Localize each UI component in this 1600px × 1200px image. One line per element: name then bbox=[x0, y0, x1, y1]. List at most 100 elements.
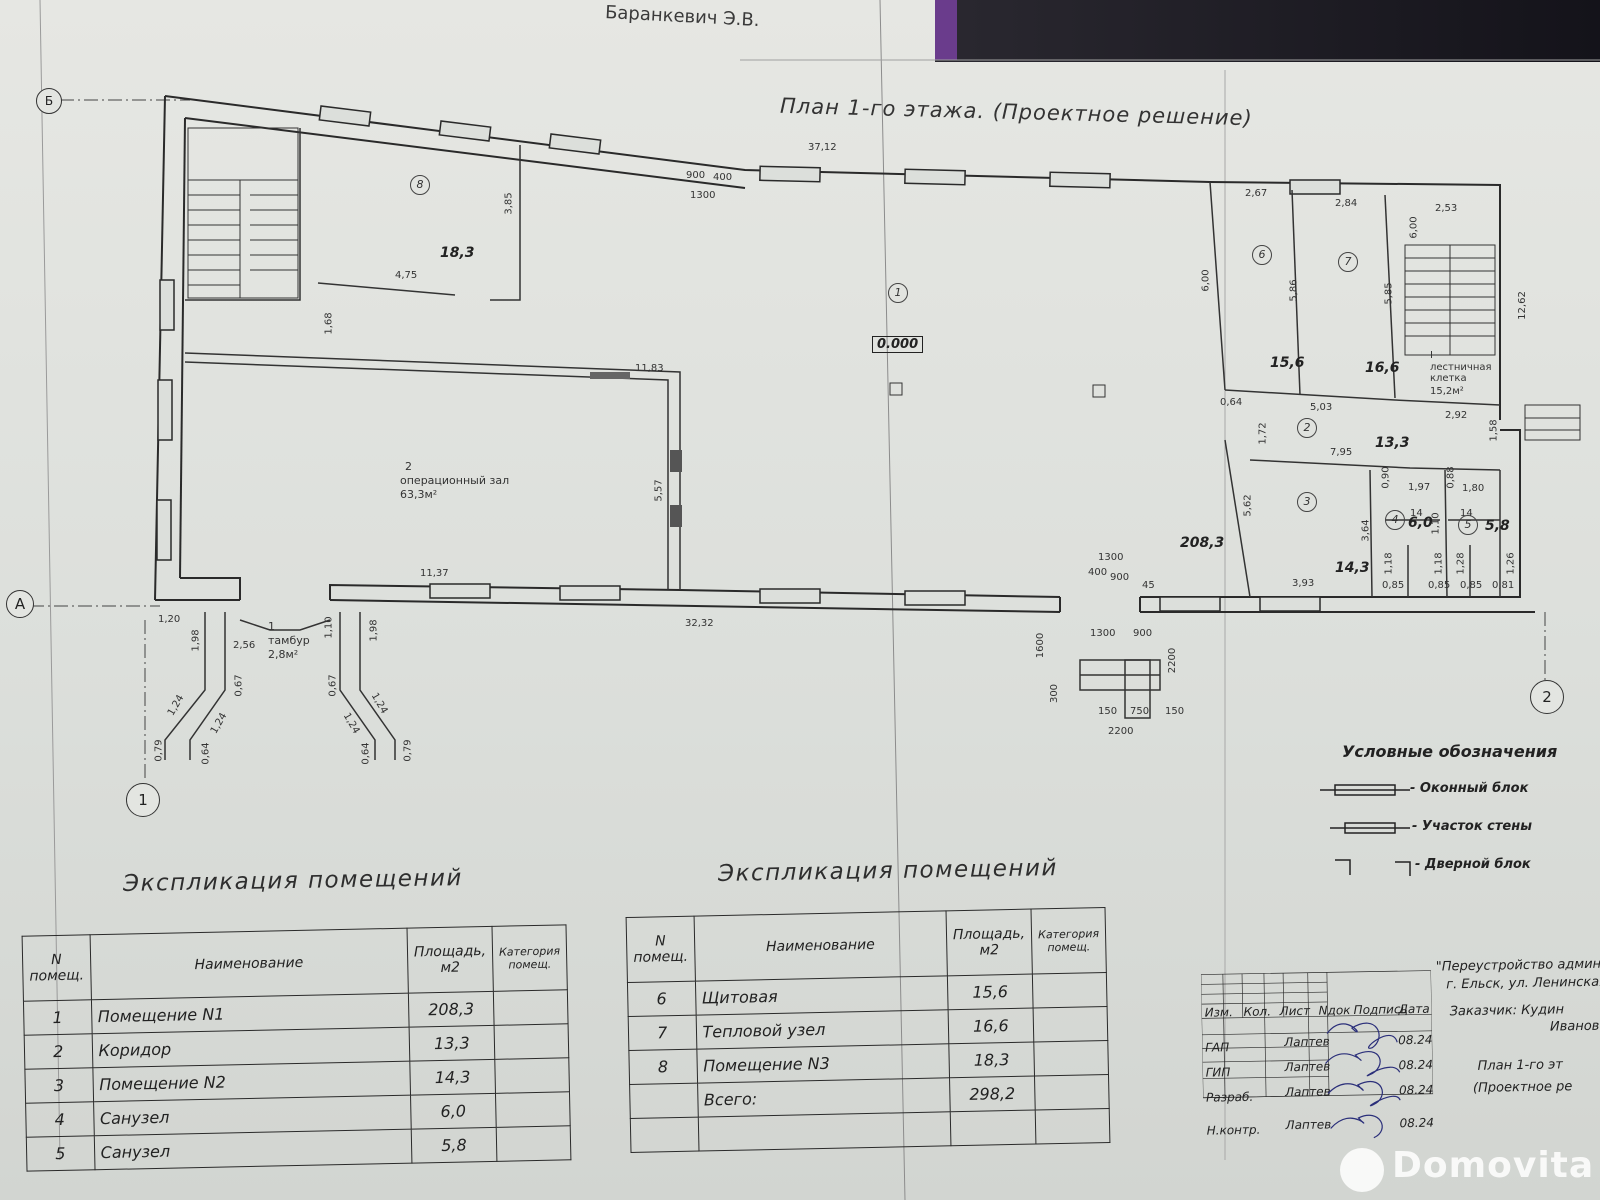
legend-door: - Дверной блок bbox=[1415, 857, 1531, 872]
axis-marker-a: А bbox=[6, 590, 34, 618]
header-name: Наименование bbox=[693, 910, 948, 982]
vestibule-area: 2,8м² bbox=[268, 648, 299, 661]
stair-area: 15,2м² bbox=[1430, 386, 1464, 397]
axis-marker-2: 2 bbox=[1530, 680, 1564, 714]
cell-name: Санузел bbox=[93, 1129, 412, 1170]
background-corner bbox=[935, 0, 1600, 62]
dimension: 3,93 bbox=[1292, 578, 1315, 589]
header-area: Площадь, м2 bbox=[406, 926, 494, 994]
dimension: 0,79 bbox=[402, 739, 414, 762]
dimension: 1,10 bbox=[1430, 512, 1442, 535]
dimension: 1,72 bbox=[1257, 422, 1269, 445]
room-area-3: 14,3 bbox=[1335, 560, 1370, 576]
dimension: 150 bbox=[1098, 706, 1118, 717]
dimension: 1,10 bbox=[323, 616, 335, 639]
customer-line-1: Заказчик: Кудин bbox=[1449, 1002, 1565, 1020]
project-line-1: "Переустройство админис bbox=[1435, 956, 1600, 975]
axis-marker-1: 1 bbox=[126, 783, 160, 817]
room-number-3: 3 bbox=[1297, 492, 1317, 512]
title-block: Изм. Кол. Лист Nдок Подпись Дата ГАП Лап… bbox=[1200, 916, 1600, 1148]
dimension: 1,98 bbox=[190, 629, 202, 652]
stamp-col-izm: Изм. bbox=[1204, 1005, 1233, 1020]
cell-category bbox=[496, 1125, 571, 1162]
cell-category bbox=[494, 1057, 570, 1094]
project-line-2: г. Ельск, ул. Ленинская, bbox=[1446, 974, 1600, 993]
cell-area: 13,3 bbox=[408, 1025, 495, 1062]
dimension: 7,95 bbox=[1330, 447, 1353, 458]
dimension: 900 bbox=[1110, 572, 1130, 583]
dimension: 2,67 bbox=[1245, 188, 1268, 199]
cell-name: Помещение N3 bbox=[696, 1043, 950, 1084]
dimension: 11,37 bbox=[420, 568, 449, 579]
dimension: 5,03 bbox=[1310, 402, 1333, 413]
dimension: 1,58 bbox=[1488, 419, 1500, 442]
customer-line-2: Иванов bbox=[1549, 1018, 1600, 1035]
legend-title: Условные обозначения bbox=[1342, 742, 1558, 761]
explication-table-1: N помещ. Наименование Площадь, м2 Катего… bbox=[22, 924, 572, 1172]
room-area-6: 15,6 bbox=[1270, 355, 1305, 371]
dimension: 0,85 bbox=[1428, 580, 1451, 591]
cell-area: 208,3 bbox=[408, 991, 495, 1028]
dimension: 900 bbox=[1133, 628, 1153, 639]
dimension: 0,67 bbox=[233, 674, 245, 697]
dimension: 1,98 bbox=[368, 619, 380, 642]
dimension: 6,00 bbox=[1408, 216, 1420, 239]
dimension: 6,00 bbox=[1200, 269, 1212, 292]
dimension: 0,67 bbox=[327, 674, 339, 697]
room-area-1: 208,3 bbox=[1180, 535, 1225, 551]
legend-window: - Оконный блок bbox=[1410, 781, 1529, 796]
dimension: 12,62 bbox=[1516, 291, 1528, 320]
hall-label: операционный зал bbox=[400, 474, 510, 487]
room-area-2: 13,3 bbox=[1375, 435, 1410, 451]
cell-num: 3 bbox=[24, 1067, 94, 1104]
legend-wall: - Участок стены bbox=[1412, 819, 1532, 834]
stair-label: лестничная клетка bbox=[1430, 362, 1492, 384]
hall-number: 2 bbox=[405, 460, 412, 473]
dimension: 45 bbox=[1142, 580, 1155, 591]
level-mark: 0.000 bbox=[872, 336, 924, 353]
watermark-logo-icon bbox=[1340, 1148, 1384, 1192]
stamp-role: Разраб. bbox=[1205, 1089, 1254, 1105]
dimension: 3,64 bbox=[1360, 519, 1372, 542]
dimension: 0,85 bbox=[1460, 580, 1483, 591]
sheet-title-1: План 1-го эт bbox=[1477, 1057, 1564, 1074]
room-area-7: 16,6 bbox=[1365, 360, 1400, 376]
cell-num: 8 bbox=[628, 1049, 698, 1085]
dimension: 1300 bbox=[1098, 552, 1124, 563]
dimension: 1300 bbox=[1090, 628, 1116, 639]
cell-num bbox=[629, 1083, 698, 1119]
dimension: 0,85 bbox=[1382, 580, 1405, 591]
axis-marker-b: Б bbox=[36, 88, 62, 114]
dimension: 1,20 bbox=[158, 614, 181, 625]
dimension: 1300 bbox=[690, 190, 716, 201]
dimension: 2,56 bbox=[233, 640, 256, 651]
cell-num: 6 bbox=[627, 981, 696, 1017]
dimension: 14 bbox=[1410, 508, 1423, 519]
cell-area: 15,6 bbox=[947, 974, 1034, 1010]
stamp-role: ГИП bbox=[1205, 1065, 1231, 1080]
sheet-title-2: (Проектное ре bbox=[1472, 1079, 1573, 1096]
dimension: 2,92 bbox=[1445, 410, 1468, 421]
title-block-grid bbox=[1200, 970, 1434, 1099]
dimension: 1,18 bbox=[1383, 552, 1395, 575]
header-num: N помещ. bbox=[22, 934, 91, 1002]
table-header-row: N помещ. Наименование Площадь, м2 Катего… bbox=[22, 924, 568, 1002]
dimension: 0,64 bbox=[360, 742, 372, 765]
dimension: 750 bbox=[1130, 706, 1150, 717]
stair-number: I bbox=[1430, 350, 1433, 361]
cell-area: 298,2 bbox=[949, 1076, 1036, 1112]
dimension: 1,18 bbox=[1433, 552, 1445, 575]
room-number-2: 2 bbox=[1297, 418, 1317, 438]
stamp-role: ГАП bbox=[1205, 1040, 1230, 1055]
room-number-7: 7 bbox=[1338, 252, 1358, 272]
cell-area: 5,8 bbox=[411, 1127, 497, 1164]
dimension: 2200 bbox=[1167, 647, 1179, 674]
dimension: 2,53 bbox=[1435, 203, 1458, 214]
table-header-row: N помещ. Наименование Площадь, м2 Катего… bbox=[626, 907, 1107, 983]
explication-table-2: N помещ. Наименование Площадь, м2 Катего… bbox=[626, 907, 1111, 1153]
stamp-col-list: Лист bbox=[1279, 1003, 1311, 1019]
dimension: 5,62 bbox=[1242, 494, 1254, 517]
cell-category bbox=[493, 989, 569, 1026]
